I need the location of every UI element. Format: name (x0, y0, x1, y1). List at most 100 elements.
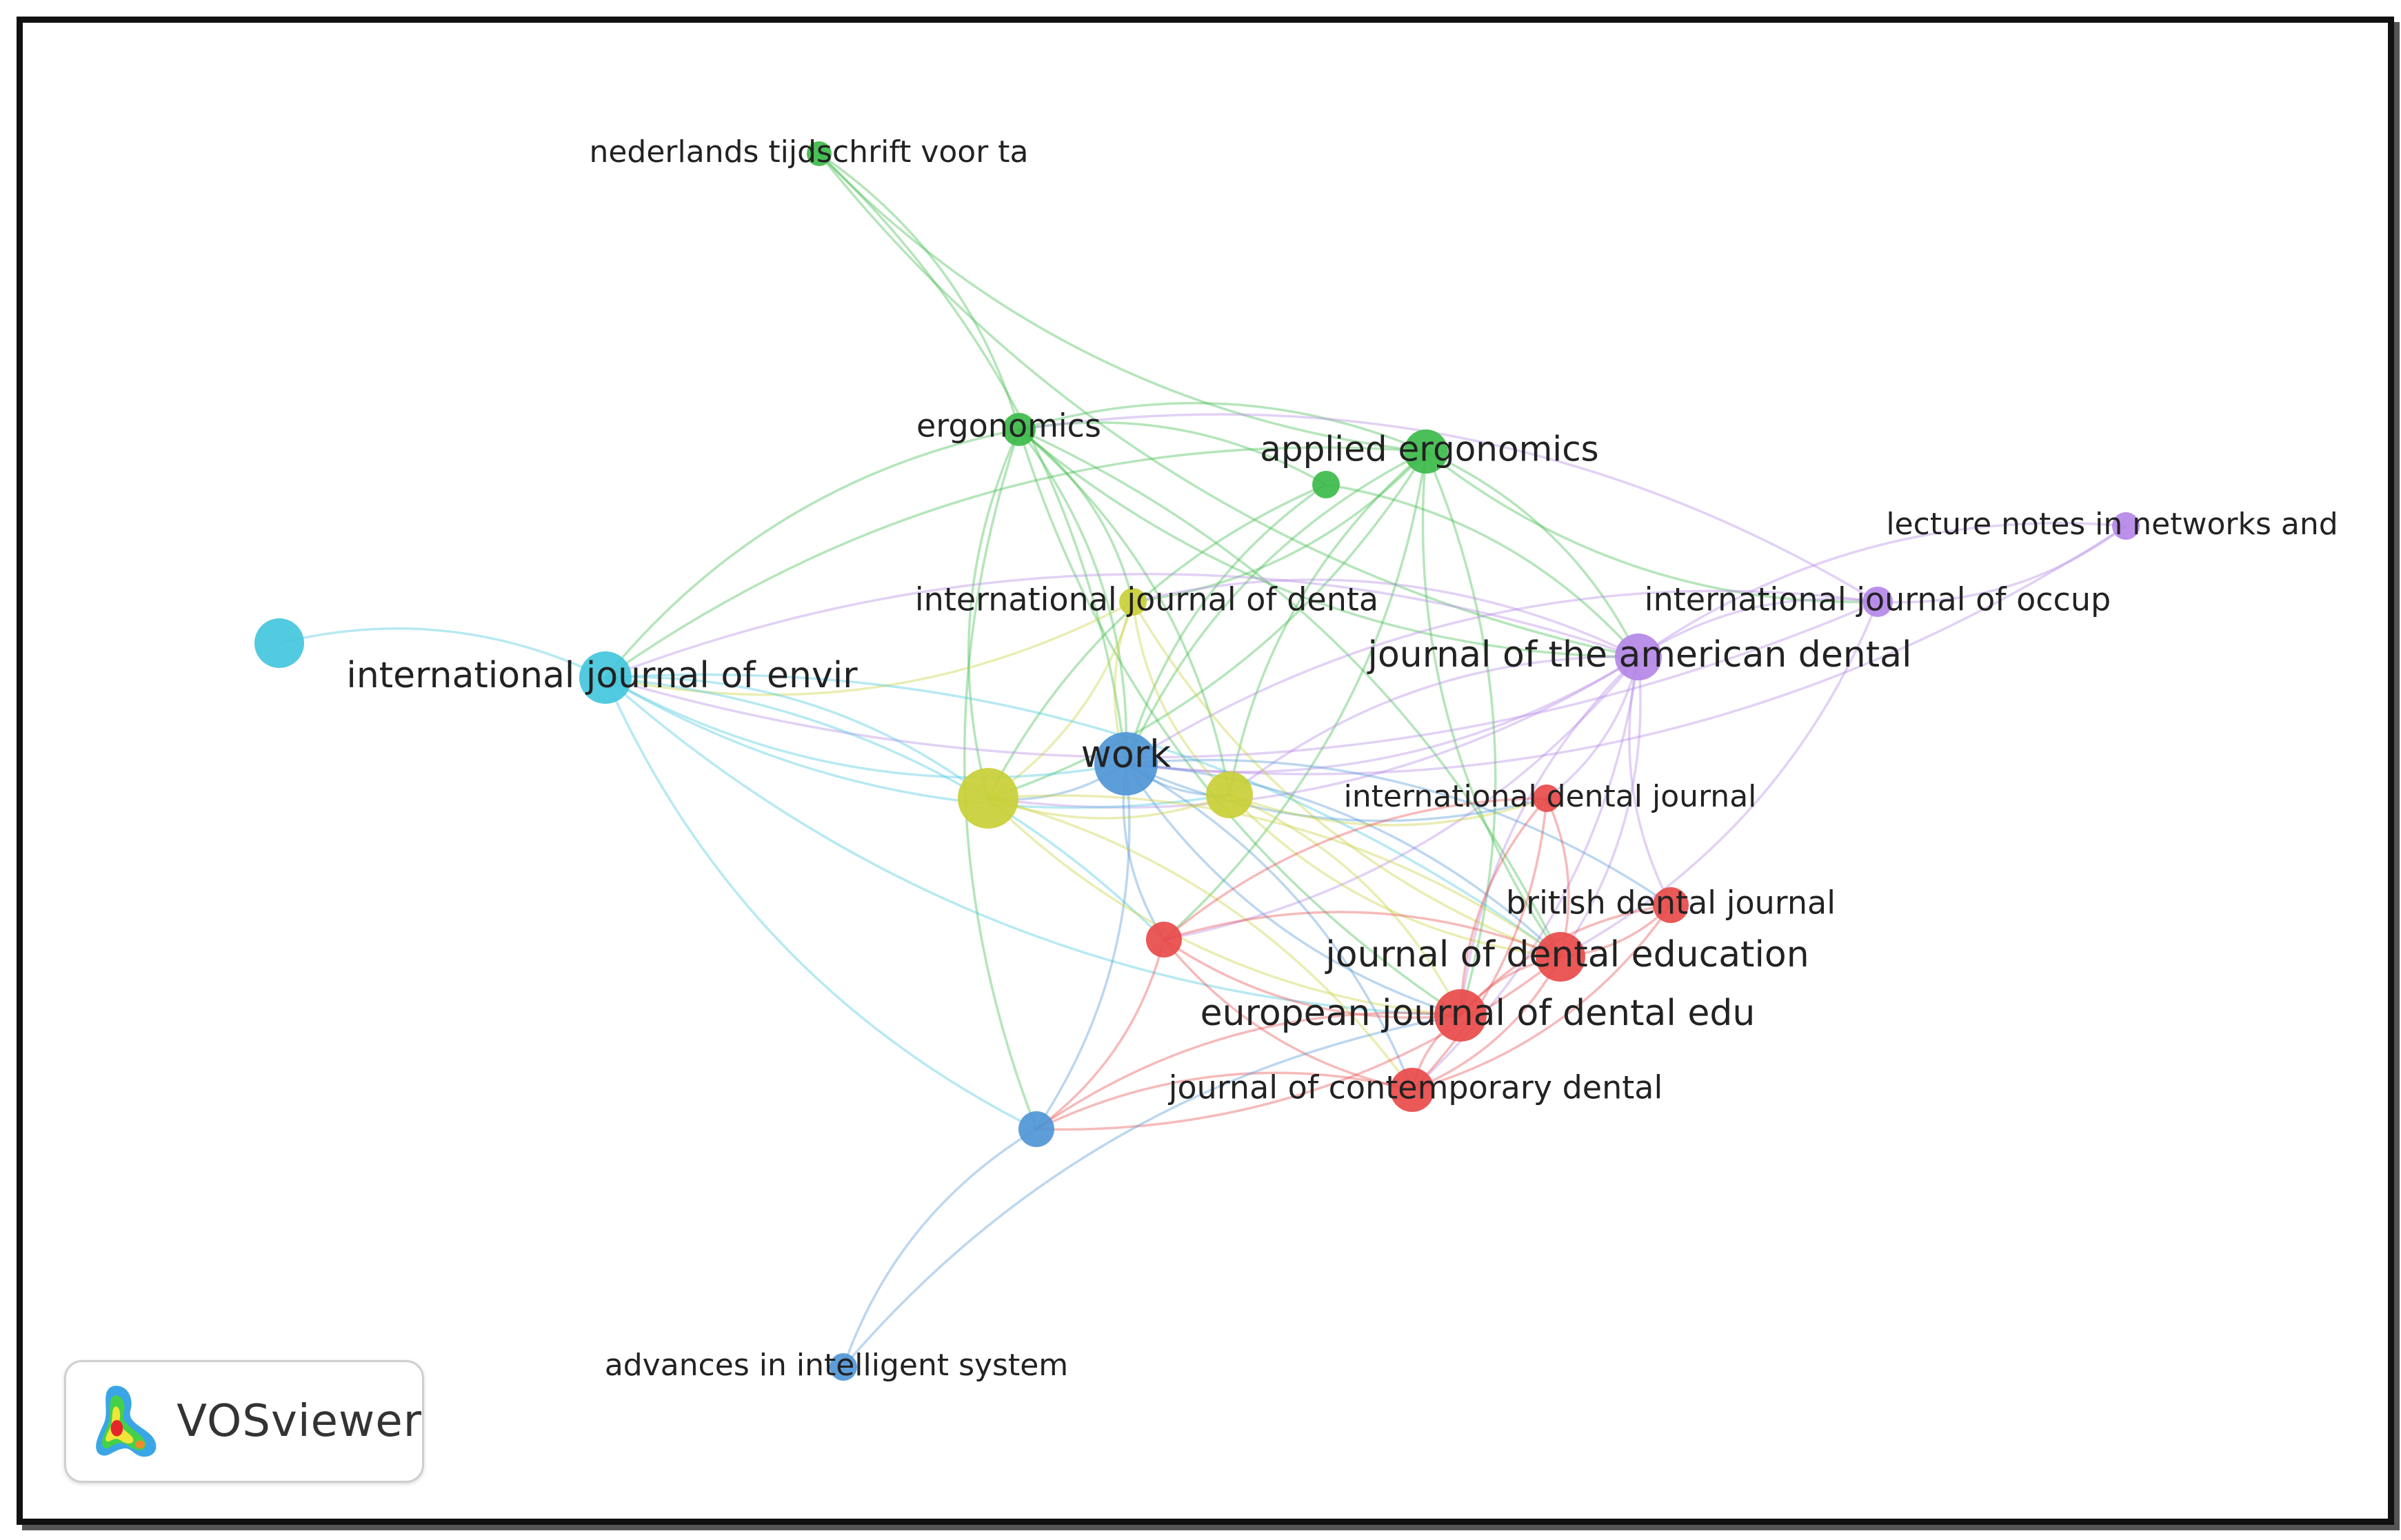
network-node[interactable] (1018, 1111, 1054, 1147)
network-link (1425, 450, 1640, 658)
network-node[interactable] (1206, 771, 1253, 818)
network-link (1125, 762, 1547, 822)
network-link (1018, 428, 1231, 796)
network-link (1421, 451, 1562, 958)
network-link (1411, 798, 1548, 1091)
network-node[interactable] (1003, 413, 1036, 446)
network-link (604, 676, 1461, 1017)
node-label[interactable]: journal of the american dental (1367, 634, 1912, 676)
network-node[interactable] (1094, 732, 1158, 796)
network-node[interactable] (1653, 887, 1689, 923)
network-node[interactable] (1146, 922, 1182, 958)
node-label[interactable]: british dental journal (1506, 884, 1836, 922)
network-link (1018, 413, 1878, 603)
network-link (987, 797, 1461, 1017)
network-link (1163, 797, 1547, 941)
network-link (279, 627, 606, 679)
network-link (987, 451, 1427, 800)
network-link (1018, 428, 1128, 764)
node-label[interactable]: international journal of envir (346, 655, 858, 696)
network-link (1459, 656, 1640, 1016)
network-node[interactable] (1390, 1068, 1434, 1112)
nodes-layer (254, 141, 2140, 1381)
network-link (1559, 656, 1642, 958)
network-link (1018, 421, 1327, 486)
network-link (1412, 956, 1562, 1091)
network-map-frame: nederlands tijdschrift voor ta ergonomics… (17, 17, 2394, 1525)
network-link (1125, 762, 1414, 1091)
network-link (1125, 450, 1427, 764)
node-label[interactable]: european journal of dental edu (1200, 993, 1756, 1034)
network-node[interactable] (1862, 587, 1893, 617)
node-label[interactable]: work (1081, 733, 1172, 776)
network-link (1459, 797, 1548, 1016)
network-link (987, 797, 1414, 1091)
network-node[interactable] (1536, 932, 1585, 982)
network-link (1035, 939, 1165, 1131)
network-link (1018, 428, 1134, 602)
labels-layer: nederlands tijdschrift voor ta ergonomics… (346, 134, 2338, 1383)
network-link (1132, 601, 1561, 958)
node-label[interactable]: journal of contemporary dental (1168, 1069, 1662, 1106)
network-link (1163, 656, 1640, 941)
network-link (1228, 793, 1561, 958)
network-link (1125, 762, 1562, 958)
network-link (1229, 793, 1462, 1016)
network-link (1018, 428, 1639, 658)
network-link (842, 1128, 1037, 1368)
network-node[interactable] (1615, 634, 1662, 680)
network-link (1638, 598, 1878, 658)
node-label[interactable]: lecture notes in networks and (1886, 507, 2338, 542)
network-link (987, 656, 1639, 809)
network-link (604, 446, 1427, 679)
network-link (1228, 656, 1639, 796)
network-link (1036, 955, 1562, 1131)
node-label[interactable]: nederlands tijdschrift voor ta (589, 134, 1028, 170)
network-node[interactable] (1312, 471, 1340, 498)
network-link (605, 676, 989, 800)
vosviewer-density-icon (96, 1386, 157, 1457)
network-node[interactable] (807, 141, 832, 166)
network-link (1163, 938, 1413, 1091)
node-label[interactable]: international journal of occup (1645, 581, 2111, 618)
network-link (987, 601, 1134, 800)
network-link (1125, 483, 1327, 764)
network-node[interactable] (958, 768, 1018, 829)
network-node[interactable] (1404, 429, 1448, 474)
node-label[interactable]: international dental journal (1344, 779, 1757, 814)
network-link (987, 794, 1562, 958)
network-link (1560, 601, 1879, 958)
network-link (605, 600, 1134, 696)
vosviewer-logo-badge: VOSviewer (64, 1360, 424, 1483)
network-link (1325, 483, 1640, 658)
network-link (605, 676, 1165, 941)
network-link (604, 677, 1037, 1131)
node-label[interactable]: ergonomics (916, 407, 1101, 445)
network-link (1036, 1071, 1413, 1131)
network-link (1018, 401, 1427, 453)
network-link (818, 152, 1639, 658)
network-link (1163, 938, 1461, 1019)
network-link (1628, 656, 1672, 906)
network-node[interactable] (579, 651, 632, 704)
network-link (1125, 525, 2127, 776)
node-label[interactable]: journal of dental education (1325, 934, 1809, 975)
network-link (1638, 522, 2127, 658)
network-node[interactable] (830, 1353, 857, 1381)
network-link (967, 429, 1021, 799)
network-node[interactable] (254, 618, 304, 668)
network-link (604, 428, 1020, 679)
network-link (605, 676, 1127, 779)
node-label[interactable]: applied ergonomics (1260, 429, 1598, 469)
network-node[interactable] (1434, 989, 1487, 1042)
node-label[interactable]: international journal of denta (915, 581, 1378, 618)
network-link (1018, 428, 1562, 958)
node-label[interactable]: advances in intelligent system (605, 1348, 1068, 1383)
network-node[interactable] (1119, 588, 1147, 616)
network-link (818, 152, 1021, 430)
network-node[interactable] (1533, 784, 1560, 812)
network-link (1018, 429, 1461, 1017)
network-node[interactable] (2112, 512, 2140, 540)
network-visualization[interactable]: nederlands tijdschrift voor ta ergonomics… (23, 23, 2388, 1519)
network-link (1125, 656, 1639, 773)
